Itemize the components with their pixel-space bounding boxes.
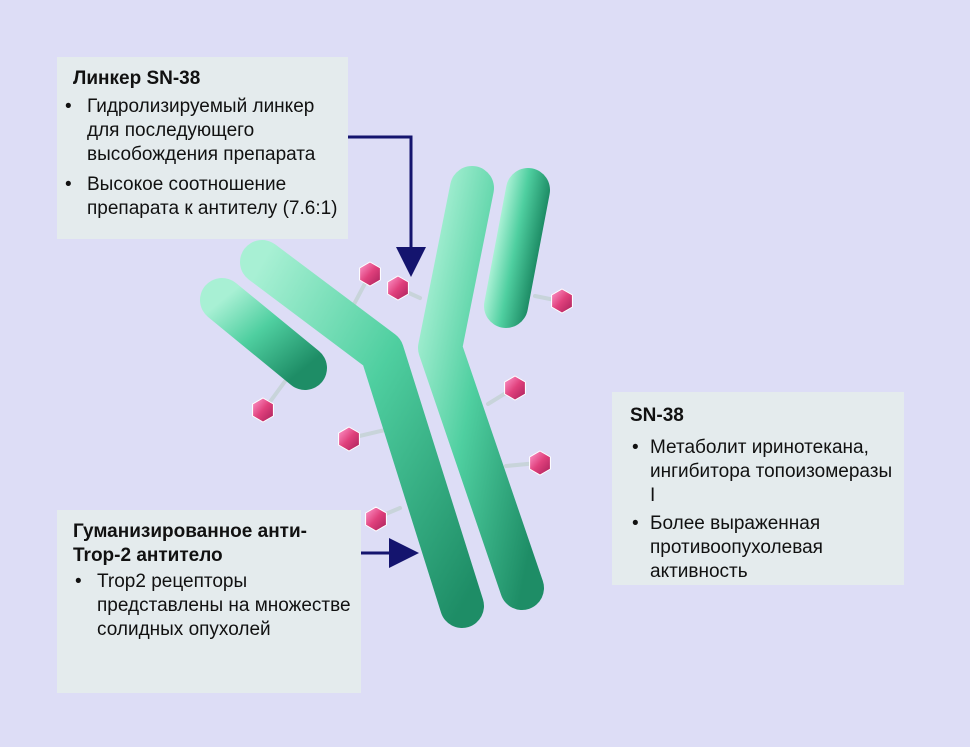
sn38-payload — [504, 375, 526, 401]
sn38-payload — [252, 397, 274, 423]
antibody-heavy-chain-right — [418, 166, 544, 610]
sn38-payload — [529, 450, 551, 476]
linker-callout-list: Гидролизируемый линкер для последующего … — [63, 95, 338, 221]
linker-callout: Линкер SN-38 Гидролизируемый линкер для … — [57, 57, 348, 239]
antibody-heavy-chain-left — [240, 240, 484, 628]
linker-pointer-arrow — [348, 135, 426, 277]
antibody — [200, 166, 550, 628]
sn38-payload — [551, 288, 573, 314]
antibody-light-chain-right — [484, 168, 550, 328]
antibody-light-chain-left — [200, 278, 327, 390]
antibody-callout: Гуманизированное анти-Trop-2 антитело Tr… — [57, 510, 361, 693]
antibody-callout-title: Гуманизированное анти-Trop-2 антитело — [73, 521, 307, 566]
sn38-payload — [387, 275, 409, 301]
sn38-payload — [338, 426, 360, 452]
sn38-callout: SN-38 Метаболит иринотекана, ингибитора … — [612, 392, 904, 585]
linker-bullet: Высокое соотношение препарата к антителу… — [63, 173, 338, 221]
sn38-bullet: Более выраженная противоопухолевая актив… — [630, 512, 896, 584]
linker-bullet: Гидролизируемый линкер для последующего … — [63, 95, 338, 167]
antibody-callout-list: Trop2 рецепторы представлены на множеств… — [73, 570, 353, 642]
sn38-callout-list: Метаболит иринотекана, ингибитора топоиз… — [630, 436, 896, 584]
sn38-payload — [365, 506, 387, 532]
sn38-payload — [359, 261, 381, 287]
sn38-payloads — [252, 261, 573, 532]
antibody-bullet: Trop2 рецепторы представлены на множеств… — [73, 570, 353, 642]
sn38-bullet: Метаболит иринотекана, ингибитора топоиз… — [630, 436, 896, 508]
sn38-callout-title: SN-38 — [630, 405, 684, 426]
linker-callout-title: Линкер SN-38 — [73, 68, 201, 89]
